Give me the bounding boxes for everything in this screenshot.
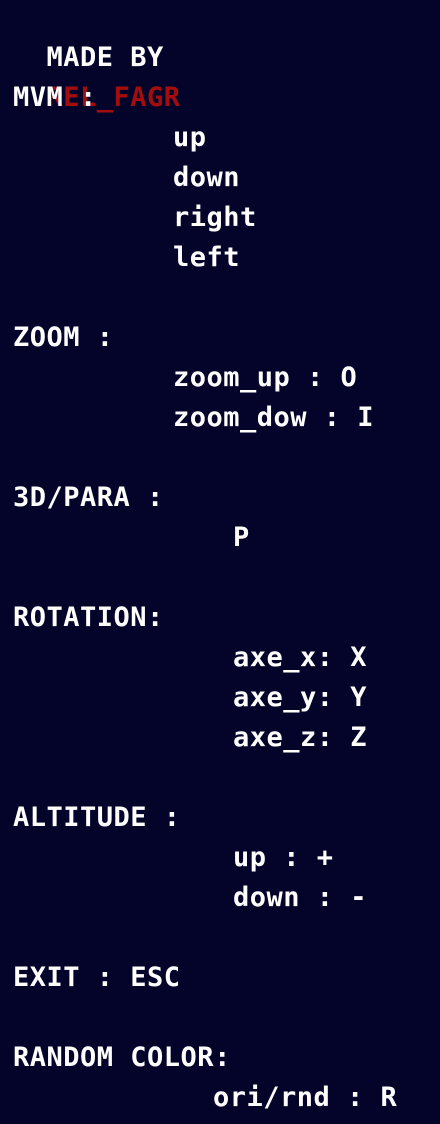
section-altitude-title: ALTITUDE : xyxy=(13,802,181,833)
altitude-item-down: down : - xyxy=(233,882,368,913)
mvm-item-down: down xyxy=(173,162,241,193)
credit-line: MADE BY REL_FAGR xyxy=(13,0,181,113)
random-color-item: ori/rnd : R xyxy=(213,1082,398,1113)
section-mvm-title: MVM : xyxy=(13,82,97,113)
zoom-item-down: zoom_dow : I xyxy=(173,402,375,433)
credit-author: REL_FAGR xyxy=(46,82,181,113)
mvm-item-up: up xyxy=(173,122,207,153)
rotation-item-z: axe_z: Z xyxy=(233,722,368,753)
section-rotation-title: ROTATION: xyxy=(13,602,164,633)
rotation-item-y: axe_y: Y xyxy=(233,682,368,713)
projection-item: P xyxy=(233,522,250,553)
altitude-item-up: up : + xyxy=(233,842,334,873)
rotation-item-x: axe_x: X xyxy=(233,642,368,673)
section-random-color-title: RANDOM COLOR: xyxy=(13,1042,231,1073)
section-exit-title: EXIT : ESC xyxy=(13,962,181,993)
mvm-item-right: right xyxy=(173,202,257,233)
section-zoom-title: ZOOM : xyxy=(13,322,114,353)
zoom-item-up: zoom_up : O xyxy=(173,362,358,393)
mvm-item-left: left xyxy=(173,242,241,273)
credit-prefix: MADE BY xyxy=(46,42,164,73)
section-projection-title: 3D/PARA : xyxy=(13,482,164,513)
